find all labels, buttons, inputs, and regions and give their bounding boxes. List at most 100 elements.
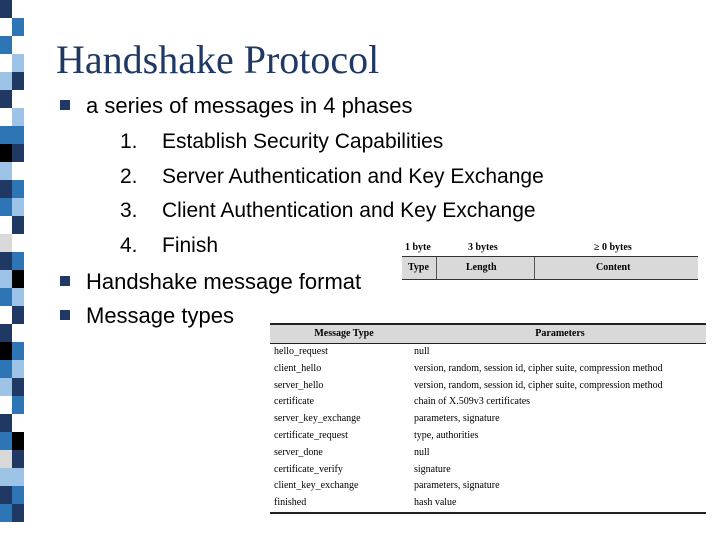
phase-text: Establish Security Capabilities — [162, 130, 444, 153]
strip-block — [0, 108, 12, 126]
phase-item-2: 2. Server Authentication and Key Exchange — [120, 165, 544, 189]
strip-block — [12, 162, 24, 180]
cell-message-type: client_hello — [274, 362, 322, 374]
phase-number: 3. — [120, 199, 138, 222]
phase-text: Finish — [162, 234, 219, 257]
format-size-row: 1 byte 3 bytes ≥ 0 bytes — [402, 240, 698, 256]
strip-block — [12, 306, 24, 324]
strip-block — [0, 450, 12, 468]
slide-title: Handshake Protocol — [56, 37, 380, 82]
format-field-row: Type Length Content — [402, 256, 698, 280]
cell-parameters: null — [414, 446, 430, 458]
strip-block — [0, 216, 12, 234]
cell-parameters: type, authorities — [414, 429, 479, 441]
strip-block — [12, 504, 24, 522]
strip-block — [12, 396, 24, 414]
strip-block — [12, 486, 24, 504]
strip-block — [0, 288, 12, 306]
strip-block — [12, 126, 24, 144]
strip-block — [0, 0, 12, 18]
table-row: certificate_verify signature — [270, 462, 706, 479]
strip-block — [0, 522, 12, 540]
phase-text: Client Authentication and Key Exchange — [162, 199, 536, 222]
phase-number: 1. — [120, 130, 138, 153]
strip-block — [0, 144, 12, 162]
table-row: finished hash value — [270, 495, 706, 512]
table-header: Message Type Parameters — [270, 323, 706, 344]
format-size-type: 1 byte — [405, 242, 431, 253]
bullet-marker-1 — [60, 100, 70, 110]
bullet-marker-3 — [60, 310, 70, 320]
table-row: client_key_exchange parameters, signature — [270, 478, 706, 495]
strip-block — [0, 252, 12, 270]
phase-text: Server Authentication and Key Exchange — [162, 165, 544, 188]
cell-message-type: finished — [274, 497, 307, 509]
bullet-text-1: a series of messages in 4 phases — [86, 93, 413, 118]
strip-block — [12, 198, 24, 216]
table-row: server_done null — [270, 445, 706, 462]
strip-block — [12, 216, 24, 234]
cell-message-type: client_key_exchange — [274, 480, 359, 492]
phase-number: 2. — [120, 165, 138, 188]
strip-column — [0, 0, 12, 540]
strip-block — [12, 144, 24, 162]
strip-block — [12, 90, 24, 108]
strip-block — [12, 54, 24, 72]
strip-block — [12, 234, 24, 252]
format-field-content: Content — [596, 262, 631, 273]
strip-block — [0, 468, 12, 486]
bullet-text-3: Message types — [86, 303, 234, 328]
strip-block — [12, 360, 24, 378]
strip-block — [0, 234, 12, 252]
cell-message-type: certificate_verify — [274, 463, 343, 475]
strip-block — [12, 252, 24, 270]
cell-parameters: chain of X.509v3 certificates — [414, 396, 531, 408]
strip-block — [0, 54, 12, 72]
table-bottom-rule — [270, 511, 706, 514]
cell-message-type: server_done — [274, 446, 323, 458]
strip-block — [0, 342, 12, 360]
strip-block — [12, 414, 24, 432]
strip-block — [12, 18, 24, 36]
strip-block — [0, 504, 12, 522]
cell-parameters: null — [414, 346, 430, 357]
format-field-type: Type — [408, 262, 429, 273]
cell-parameters: parameters, signature — [414, 413, 500, 425]
message-format-table: 1 byte 3 bytes ≥ 0 bytes Type Length Con… — [402, 240, 698, 280]
phase-item-1: 1. Establish Security Capabilities — [120, 130, 443, 154]
strip-block — [0, 72, 12, 90]
strip-block — [12, 36, 24, 54]
cell-message-type: server_hello — [274, 379, 324, 391]
strip-block — [0, 162, 12, 180]
strip-block — [0, 414, 12, 432]
strip-column — [12, 0, 24, 540]
strip-block — [0, 270, 12, 288]
strip-block — [12, 522, 24, 540]
strip-block — [0, 18, 12, 36]
phase-item-4: 4.Finish — [120, 234, 218, 258]
strip-block — [12, 450, 24, 468]
strip-block — [0, 378, 12, 396]
bullet-text-2: Handshake message format — [86, 269, 362, 294]
strip-block — [0, 126, 12, 144]
cell-parameters: parameters, signature — [414, 480, 500, 492]
format-size-length: 3 bytes — [468, 242, 498, 253]
header-message-type: Message Type — [314, 328, 374, 339]
strip-block — [12, 342, 24, 360]
strip-block — [0, 396, 12, 414]
strip-block — [12, 288, 24, 306]
strip-block — [0, 198, 12, 216]
strip-block — [0, 36, 12, 54]
header-parameters: Parameters — [535, 328, 585, 339]
cell-parameters: hash value — [414, 497, 457, 509]
strip-block — [12, 378, 24, 396]
format-divider — [534, 257, 535, 279]
cell-parameters: signature — [414, 463, 451, 475]
strip-pattern — [0, 0, 24, 540]
